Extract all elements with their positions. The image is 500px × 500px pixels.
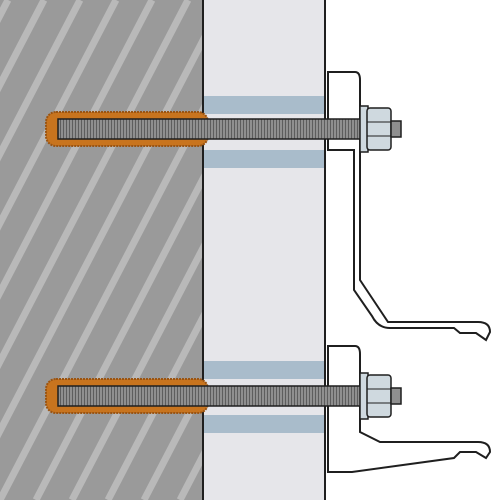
insulation-band (204, 361, 325, 379)
rod-end (390, 120, 402, 138)
hatch-line (140, 378, 203, 500)
hatch-line (32, 171, 203, 500)
hatch-line (0, 0, 84, 162)
insulation-band (204, 96, 325, 114)
insulation-band (204, 415, 325, 433)
hatch-line (468, 0, 500, 500)
hatch-line (0, 0, 156, 300)
hatch-line (104, 309, 203, 500)
hatch-line (360, 0, 500, 500)
threaded-rod (57, 385, 362, 407)
hatch-line (0, 0, 48, 93)
lower-anchor (45, 372, 402, 420)
insulation-layer (204, 0, 326, 500)
insulation-band (204, 150, 325, 168)
hatch-line (0, 102, 203, 500)
rod-end (390, 387, 402, 405)
hex-nut (366, 107, 392, 151)
hatch-line (0, 32, 203, 439)
hatch-line (432, 0, 500, 500)
hatch-line (396, 0, 500, 500)
hatch-line (0, 0, 120, 231)
hatch-line (0, 0, 192, 370)
upper-anchor (45, 105, 402, 153)
lower-bracket (327, 345, 492, 473)
hex-nut (366, 374, 392, 418)
threaded-rod (57, 118, 362, 140)
upper-bracket (327, 71, 492, 342)
